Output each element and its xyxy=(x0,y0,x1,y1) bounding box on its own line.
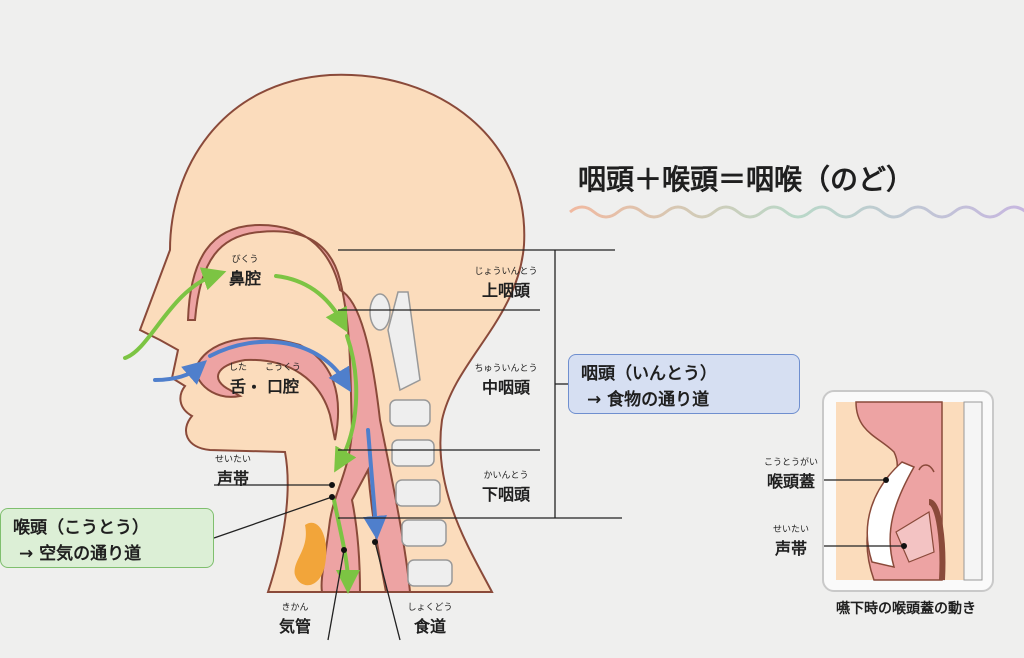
larynx-callout-desc: → 空気の通り道 xyxy=(19,544,142,564)
label-sep: ・ xyxy=(245,378,263,397)
pharynx-callout-desc: → 食物の通り道 xyxy=(587,390,710,410)
inset-label-epiglottis: こうとうがい喉頭蓋 xyxy=(763,458,819,491)
air-arrow-nose xyxy=(123,267,227,360)
thyroid xyxy=(294,522,327,586)
title-wave xyxy=(569,205,1024,219)
epiglottis-illustration xyxy=(824,401,983,581)
label-vocal-cords: せいたい声帯 xyxy=(214,455,252,488)
oral-cavity xyxy=(193,337,340,441)
label-hypopharynx: かいんとう下咽頭 xyxy=(481,471,531,504)
larynx-callout-title: 喉頭（こうとう） xyxy=(13,518,149,538)
label-oral-cavity: こうくう口腔 xyxy=(265,363,301,396)
page-title: 咽頭＋喉頭＝咽喉（のど） xyxy=(578,163,915,196)
pharynx-callout: 咽頭（いんとう） → 食物の通り道 xyxy=(568,354,800,414)
food-arrow-oral xyxy=(208,339,352,393)
air-arrow-nasal xyxy=(274,274,348,333)
section-lines xyxy=(213,249,622,641)
label-nasopharynx: じょういんとう上咽頭 xyxy=(474,267,538,300)
label-esophagus: しょくどう食道 xyxy=(407,603,453,636)
larynx-callout: 喉頭（こうとう） → 空気の通り道 xyxy=(0,508,214,568)
label-nasal-cavity: びくう鼻腔 xyxy=(228,255,262,288)
food-arrow-mouth xyxy=(153,360,208,385)
food-arrow-esophagus xyxy=(363,428,387,540)
airway xyxy=(186,223,412,593)
label-oropharynx: ちゅういんとう中咽頭 xyxy=(474,364,538,397)
label-tongue: した舌 xyxy=(228,363,248,396)
vertebrae xyxy=(369,291,453,587)
inset-label-vocal-cords: せいたい声帯 xyxy=(772,525,810,558)
pharynx-callout-title: 咽頭（いんとう） xyxy=(581,364,717,384)
label-trachea: きかん気管 xyxy=(278,603,312,636)
leader-dots xyxy=(329,482,378,553)
epiglottis-inset xyxy=(822,390,994,592)
air-arrow-trachea xyxy=(332,498,360,594)
inset-caption: 嚥下時の喉頭蓋の動き xyxy=(836,601,976,617)
